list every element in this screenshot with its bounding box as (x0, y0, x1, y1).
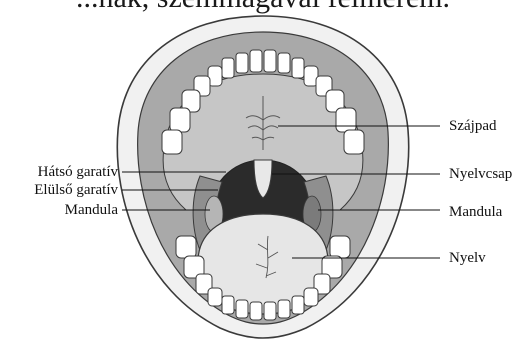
label-anterior-pillar: Elülső garatív (34, 181, 118, 199)
label-palate: Szájpad (449, 117, 496, 135)
label-tonsil-left: Mandula (65, 201, 118, 219)
label-tongue: Nyelv (449, 249, 486, 267)
label-uvula: Nyelvcsap (449, 165, 512, 183)
label-posterior-pillar: Hátsó garatív (38, 163, 118, 181)
label-tonsil-right: Mandula (449, 203, 502, 221)
